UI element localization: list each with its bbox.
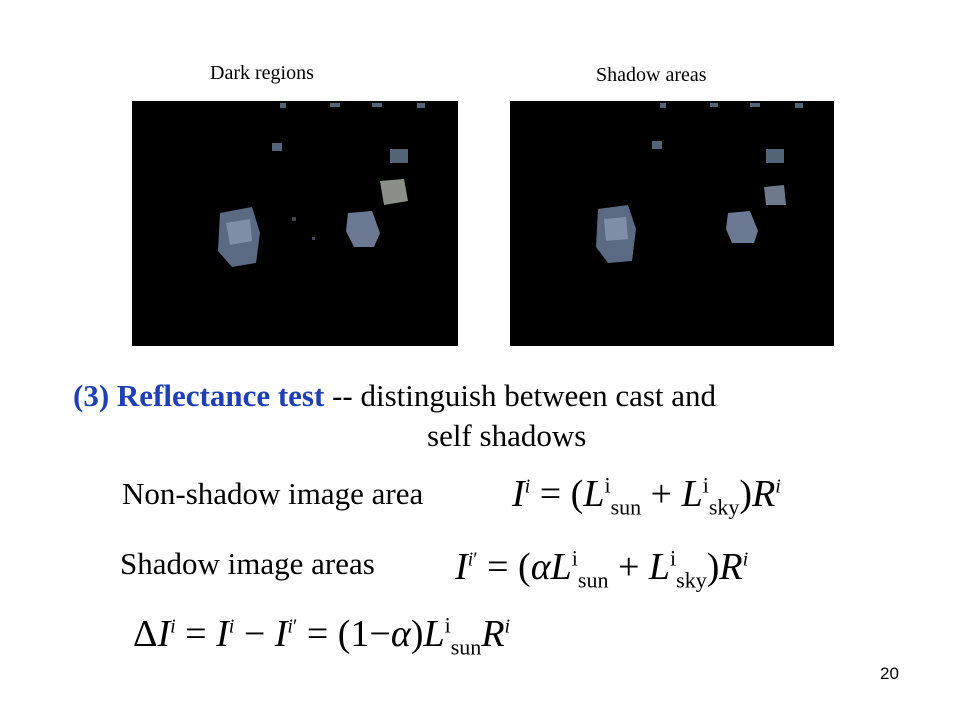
- figure-caption-dark-regions: Dark regions: [210, 62, 314, 84]
- heading-number: (3): [73, 378, 110, 413]
- car-blob-left: [218, 207, 260, 267]
- car-blob-right: [726, 185, 786, 243]
- non-shadow-label: Non-shadow image area: [122, 476, 424, 511]
- equation-difference: ΔIi = Ii − Ii′ = (1−α)LisunRi: [133, 612, 511, 660]
- heading-text-line1: -- distinguish between cast and: [332, 378, 717, 413]
- page-number: 20: [880, 664, 899, 683]
- shadow-areas-image: [510, 101, 834, 346]
- dark-regions-image: [132, 101, 458, 346]
- equation-non-shadow: Ii = (Lisun + Lisky)Ri: [512, 472, 781, 520]
- figure-caption-shadow-areas: Shadow areas: [596, 64, 707, 86]
- section-heading: (3) Reflectance test -- distinguish betw…: [73, 376, 873, 456]
- car-blob-right: [346, 179, 408, 247]
- equation-shadow: Ii′ = (αLisun + Lisky)Ri: [455, 545, 749, 593]
- heading-text-line2: self shadows: [427, 418, 587, 453]
- car-blob-left: [596, 205, 636, 263]
- heading-bold-title: Reflectance test: [116, 378, 325, 413]
- shadow-label: Shadow image areas: [120, 546, 375, 581]
